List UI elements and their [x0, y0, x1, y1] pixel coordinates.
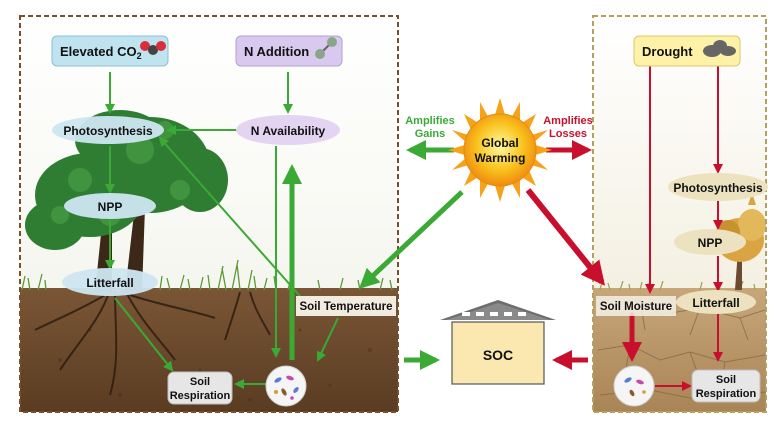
node-litterfall-right: Litterfall [676, 290, 756, 314]
co2-molecule-icon [140, 41, 166, 55]
svg-text:Elevated CO2: Elevated CO2 [60, 44, 142, 61]
svg-text:Photosynthesis: Photosynthesis [673, 181, 763, 195]
node-npp-right: NPP [674, 229, 746, 255]
left-panel-arrows [105, 72, 339, 389]
left-panel-border [19, 15, 399, 413]
svg-text:Amplifies: Amplifies [405, 115, 455, 127]
n2-molecule-icon [315, 37, 337, 59]
svg-text:Losses: Losses [549, 128, 587, 140]
right-panel-border [592, 15, 767, 413]
tree-roots [34, 289, 271, 396]
node-soil-respiration-left: Soil Respiration [167, 371, 233, 405]
svg-text:Respiration: Respiration [170, 390, 231, 402]
label-amplifies-losses: Amplifies Losses [543, 115, 593, 140]
svg-text:Global: Global [481, 136, 518, 150]
microbes-icon-left [265, 365, 307, 407]
node-npp-left: NPP [64, 193, 156, 219]
svg-text:Soil: Soil [190, 376, 210, 388]
svg-text:Soil Temperature: Soil Temperature [299, 301, 392, 313]
svg-text:Litterfall: Litterfall [86, 276, 133, 290]
node-n-addition: N Addition [235, 35, 343, 67]
node-litterfall-left: Litterfall [62, 268, 158, 296]
svg-text:Photosynthesis: Photosynthesis [63, 124, 153, 138]
cloud-icon [703, 40, 736, 57]
center-arrows [359, 140, 606, 370]
svg-text:SOC: SOC [483, 347, 513, 363]
node-photosynthesis-left: Photosynthesis [52, 116, 164, 144]
node-photosynthesis-right: Photosynthesis [668, 173, 768, 201]
svg-text:Litterfall: Litterfall [692, 296, 739, 310]
svg-text:NPP: NPP [98, 200, 123, 214]
svg-text:Respiration: Respiration [696, 388, 757, 400]
svg-text:Drought: Drought [642, 44, 693, 59]
right-panel-arrows [622, 66, 723, 391]
svg-text:N Availability: N Availability [251, 124, 326, 138]
svg-text:Gains: Gains [415, 128, 446, 140]
node-drought: Drought [633, 35, 741, 67]
node-soil-moisture: Soil Moisture [596, 296, 676, 316]
arrow-soiltemp-to-microbes [316, 317, 339, 362]
label-amplifies-gains: Amplifies Gains [405, 115, 455, 140]
right-panel [592, 15, 767, 413]
global-warming-sun: Global Warming [448, 98, 552, 202]
svg-text:Warming: Warming [475, 151, 526, 165]
node-n-availability: N Availability [236, 115, 340, 145]
svg-text:Soil: Soil [716, 374, 736, 386]
arrow-litterfall-to-respiration [114, 297, 174, 372]
node-soil-respiration-right: Soil Respiration [691, 369, 761, 403]
arrow-sun-to-soil-moisture [525, 188, 606, 286]
svg-text:Soil Moisture: Soil Moisture [600, 301, 672, 313]
svg-text:Amplifies: Amplifies [543, 115, 593, 127]
arrow-sun-to-soil-temperature [359, 190, 464, 289]
svg-text:NPP: NPP [698, 236, 723, 250]
microbes-icon-right [613, 365, 655, 407]
node-soil-temperature: Soil Temperature [296, 296, 396, 316]
node-elevated-co2: Elevated CO2 [51, 35, 169, 67]
soc-house: SOC [440, 300, 556, 385]
svg-text:N Addition: N Addition [244, 44, 309, 59]
